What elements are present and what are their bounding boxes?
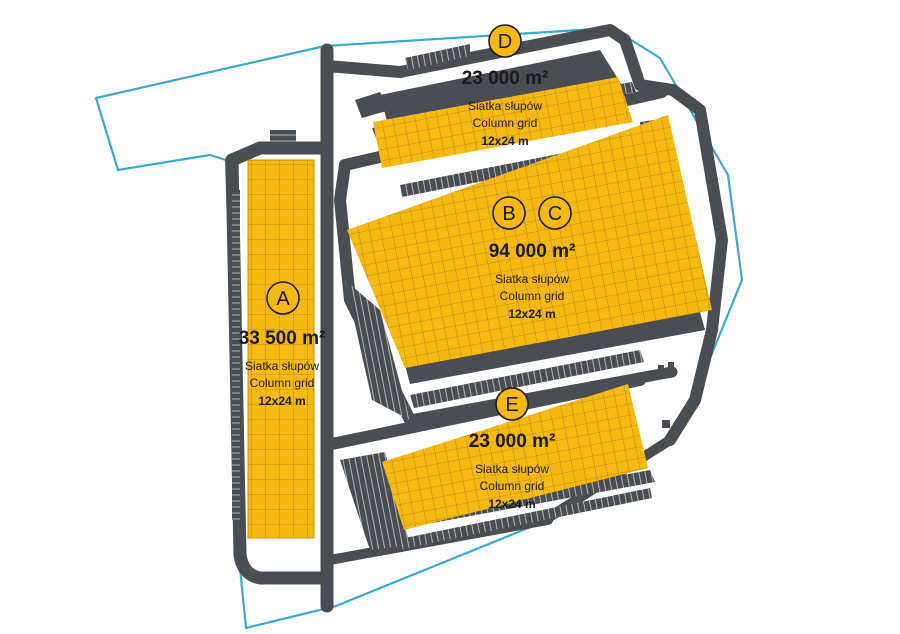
warehouse-e bbox=[382, 384, 648, 530]
area-bc: 94 000 m² bbox=[489, 241, 576, 262]
grid-label-en-bc: Column grid bbox=[500, 289, 565, 303]
label-e: E 23 000 m² Siatka słupów Column grid 12… bbox=[469, 387, 556, 511]
grid-size-d: 12x24 m bbox=[481, 134, 528, 148]
grid-size-bc: 12x24 m bbox=[508, 307, 555, 321]
grid-size-e: 12x24 m bbox=[488, 497, 535, 511]
letter-c: C bbox=[548, 203, 562, 225]
grid-label-pl-d: Siatka słupów bbox=[468, 99, 542, 113]
grid-label-pl-bc: Siatka słupów bbox=[495, 272, 569, 286]
label-a: A 33 500 m² Siatka słupów Column grid 12… bbox=[239, 281, 326, 408]
warehouse-d bbox=[373, 77, 633, 168]
grid-label-pl-e: Siatka słupów bbox=[475, 462, 549, 476]
area-a: 33 500 m² bbox=[239, 328, 326, 349]
warehouse-bc bbox=[347, 115, 712, 368]
letter-e: E bbox=[505, 394, 518, 416]
warehouse-a bbox=[247, 159, 315, 539]
grid-label-en-e: Column grid bbox=[480, 479, 545, 493]
grid-label-en-d: Column grid bbox=[473, 116, 538, 130]
letter-b: B bbox=[502, 203, 515, 225]
letter-a: A bbox=[276, 288, 290, 310]
area-e: 23 000 m² bbox=[469, 431, 556, 452]
area-d: 23 000 m² bbox=[462, 68, 549, 89]
letter-d: D bbox=[498, 31, 512, 53]
grid-label-pl-a: Siatka słupów bbox=[245, 359, 319, 373]
label-d: D 23 000 m² Siatka słupów Column grid 12… bbox=[462, 24, 549, 148]
grid-label-en-a: Column grid bbox=[250, 376, 315, 390]
label-bc: B C 94 000 m² Siatka słupów Column grid … bbox=[489, 196, 576, 321]
grid-size-a: 12x24 m bbox=[258, 394, 305, 408]
